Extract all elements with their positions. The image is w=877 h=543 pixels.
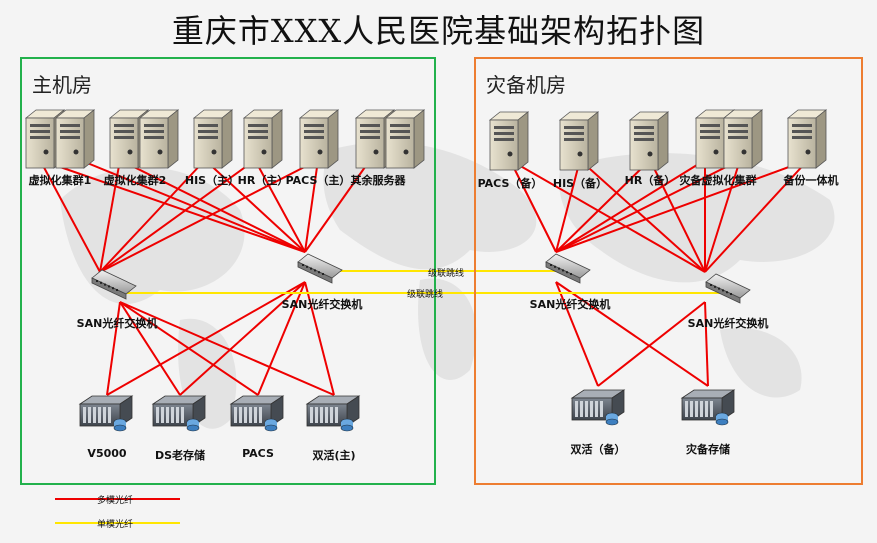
- multimode-link: [106, 301, 121, 396]
- multimode-link: [99, 159, 256, 273]
- multimode-link: [579, 159, 706, 273]
- server-icon: [488, 111, 530, 171]
- server-icon: [786, 109, 828, 169]
- switch-icon: [545, 253, 591, 284]
- storage-icon: [151, 395, 207, 432]
- server-label-virt-cluster-1: 虚拟化集群1: [28, 174, 92, 187]
- multimode-link: [179, 281, 306, 396]
- multimode-link: [304, 159, 319, 253]
- storage-icon: [305, 395, 361, 432]
- storage-icon: [229, 395, 285, 432]
- server-icon: [242, 109, 284, 169]
- legend-singlemode-label: 单模光纤: [97, 520, 134, 530]
- multimode-link: [254, 159, 306, 253]
- server-icon: [628, 111, 670, 171]
- multimode-link: [555, 281, 599, 387]
- multimode-link: [555, 281, 709, 387]
- multimode-link: [704, 159, 809, 273]
- server-label-dr-virt-cluster: 灾备虚拟化集群: [679, 174, 757, 187]
- multimode-link: [704, 159, 741, 273]
- multimode-link: [39, 159, 306, 253]
- storage-icon: [78, 395, 134, 432]
- switch-label-main-right: SAN光纤交换机: [281, 298, 363, 311]
- multimode-link: [99, 159, 319, 273]
- main-room-box: 主机房: [20, 57, 436, 485]
- server-label-his-main: HIS（主）: [184, 174, 240, 187]
- multimode-link: [79, 159, 306, 253]
- switch-icon: [91, 269, 137, 300]
- multimode-link: [99, 159, 121, 273]
- server-icon: [108, 109, 150, 169]
- server-label-hr-backup: HR（备）: [624, 174, 676, 187]
- storage-icon: [570, 389, 626, 426]
- storage-label-active-active-backup: 双活（备）: [570, 443, 626, 456]
- multimode-link: [597, 301, 706, 387]
- multimode-link: [119, 159, 306, 253]
- server-icon: [558, 111, 600, 171]
- multimode-link: [119, 301, 335, 396]
- legend-multimode-label: 多模光纤: [97, 496, 134, 506]
- multimode-link: [509, 159, 706, 273]
- server-label-backup-appliance: 备份一体机: [783, 174, 839, 187]
- server-icon: [192, 109, 234, 169]
- server-label-hr-main: HR（主）: [237, 174, 289, 187]
- multimode-link: [99, 159, 206, 273]
- switch-icon: [705, 273, 751, 304]
- multimode-link: [555, 159, 706, 253]
- server-label-other-servers: 其余服务器: [350, 174, 406, 187]
- server-icon: [138, 109, 180, 169]
- backup-room-label: 灾备机房: [486, 73, 566, 97]
- server-icon: [384, 109, 426, 169]
- storage-label-active-active-main: 双活(主): [312, 449, 356, 462]
- storage-label-pacs: PACS: [242, 447, 274, 460]
- multimode-link: [304, 281, 335, 396]
- multimode-link: [119, 301, 181, 396]
- storage-label-v5000: V5000: [87, 447, 127, 460]
- multimode-link: [555, 159, 741, 253]
- main-room-label: 主机房: [32, 73, 92, 97]
- page-title: 重庆市XXX人民医院基础架构拓扑图: [171, 12, 706, 50]
- server-label-virt-cluster-2: 虚拟化集群2: [103, 174, 167, 187]
- multimode-link: [555, 159, 651, 253]
- server-label-pacs-backup: PACS（备）: [477, 177, 543, 190]
- multimode-link: [555, 159, 809, 253]
- devices-layer: [24, 109, 828, 432]
- storage-label-ds-old: DS老存储: [154, 449, 206, 462]
- server-icon: [722, 109, 764, 169]
- multimode-link: [704, 301, 709, 387]
- links-layer: [39, 159, 809, 396]
- multimode-link: [39, 159, 101, 273]
- multimode-link: [257, 281, 306, 396]
- backup-room-box: 灾备机房: [474, 57, 863, 485]
- storage-label-dr-storage: 灾备存储: [686, 443, 730, 456]
- storage-icon: [680, 389, 736, 426]
- multimode-link: [204, 159, 306, 253]
- switch-label-backup-right: SAN光纤交换机: [687, 317, 769, 330]
- multimode-link: [649, 159, 706, 273]
- multimode-link: [509, 159, 557, 253]
- multimode-link: [119, 301, 259, 396]
- server-icon: [298, 109, 340, 169]
- server-icon: [54, 109, 96, 169]
- server-label-his-backup: HIS（备）: [552, 177, 608, 190]
- multimode-link: [304, 159, 371, 253]
- switch-icon: [297, 253, 343, 284]
- switch-label-backup-left: SAN光纤交换机: [529, 298, 611, 311]
- link-label-upper: 级联跳线: [427, 269, 465, 279]
- legend-lines: [55, 498, 180, 524]
- link-label-lower: 级联跳线: [406, 290, 444, 300]
- switch-label-main-left: SAN光纤交换机: [76, 317, 158, 330]
- multimode-link: [555, 159, 581, 253]
- server-label-pacs-main: PACS（主）: [285, 174, 351, 187]
